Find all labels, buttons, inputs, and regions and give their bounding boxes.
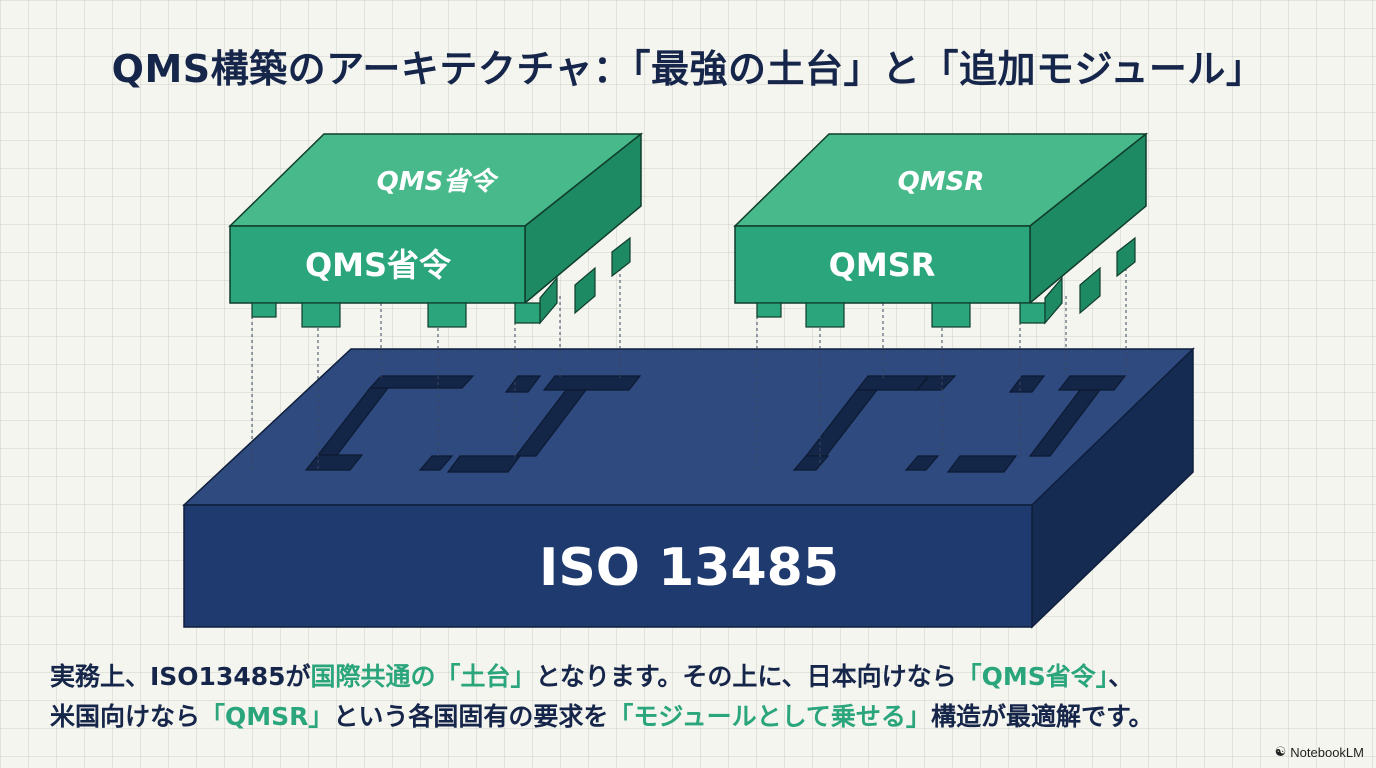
- base-block: ISO 13485: [182, 347, 1195, 629]
- caption: 実務上、ISO13485が国際共通の「土台」となります。その上に、日本向けなら「…: [50, 657, 1330, 737]
- module-front-label: QMSR: [829, 246, 936, 284]
- caption-line-2: 米国向けなら「QMSR」という各国固有の要求を「モジュールとして乗せる」構造が最…: [50, 697, 1330, 737]
- module-front-face: [229, 225, 526, 304]
- caption-text: という各国固有の要求を: [333, 702, 609, 731]
- caption-text: 実務上、ISO13485が: [50, 662, 311, 691]
- module-front-label: QMS省令: [305, 246, 452, 284]
- base-sockets-left: [304, 375, 642, 473]
- base-sockets-right: [792, 375, 1127, 473]
- module-pins: [756, 236, 1136, 328]
- caption-text: 、: [1108, 662, 1134, 691]
- module-front-face: [734, 225, 1031, 304]
- base-front-face: [183, 504, 1033, 628]
- module-top-label: QMSR: [898, 167, 985, 197]
- caption-highlight: 国際共通の「土台」: [310, 662, 536, 691]
- caption-text: 米国向けなら: [50, 702, 201, 731]
- page-title: QMS構築のアーキテクチャ：「最強の土台」と「追加モジュール」: [111, 47, 1265, 91]
- caption-line-1: 実務上、ISO13485が国際共通の「土台」となります。その上に、日本向けなら「…: [50, 657, 1330, 697]
- module-block-qms-ordinance: QMS省令 QMS省令: [228, 132, 644, 328]
- brand-label: NotebookLM: [1290, 744, 1364, 760]
- caption-text: 構造が最適解です。: [930, 702, 1154, 731]
- module-block-qmsr: QMSR QMSR: [733, 132, 1149, 328]
- caption-highlight: 「モジュールとして乗せる」: [608, 702, 931, 731]
- module-top-label: QMS省令: [377, 167, 500, 197]
- caption-highlight: 「QMS省令」: [956, 662, 1109, 691]
- module-pins: [251, 236, 631, 328]
- caption-text: となります。その上に、日本向けなら: [535, 662, 957, 691]
- alignment-guides: [251, 262, 1127, 472]
- base-label: ISO 13485: [539, 538, 839, 598]
- notebooklm-icon: ☯: [1274, 744, 1287, 759]
- caption-highlight: 「QMSR」: [200, 702, 334, 731]
- base-top-face: [182, 348, 1195, 506]
- brand-watermark: ☯ NotebookLM: [1275, 744, 1364, 760]
